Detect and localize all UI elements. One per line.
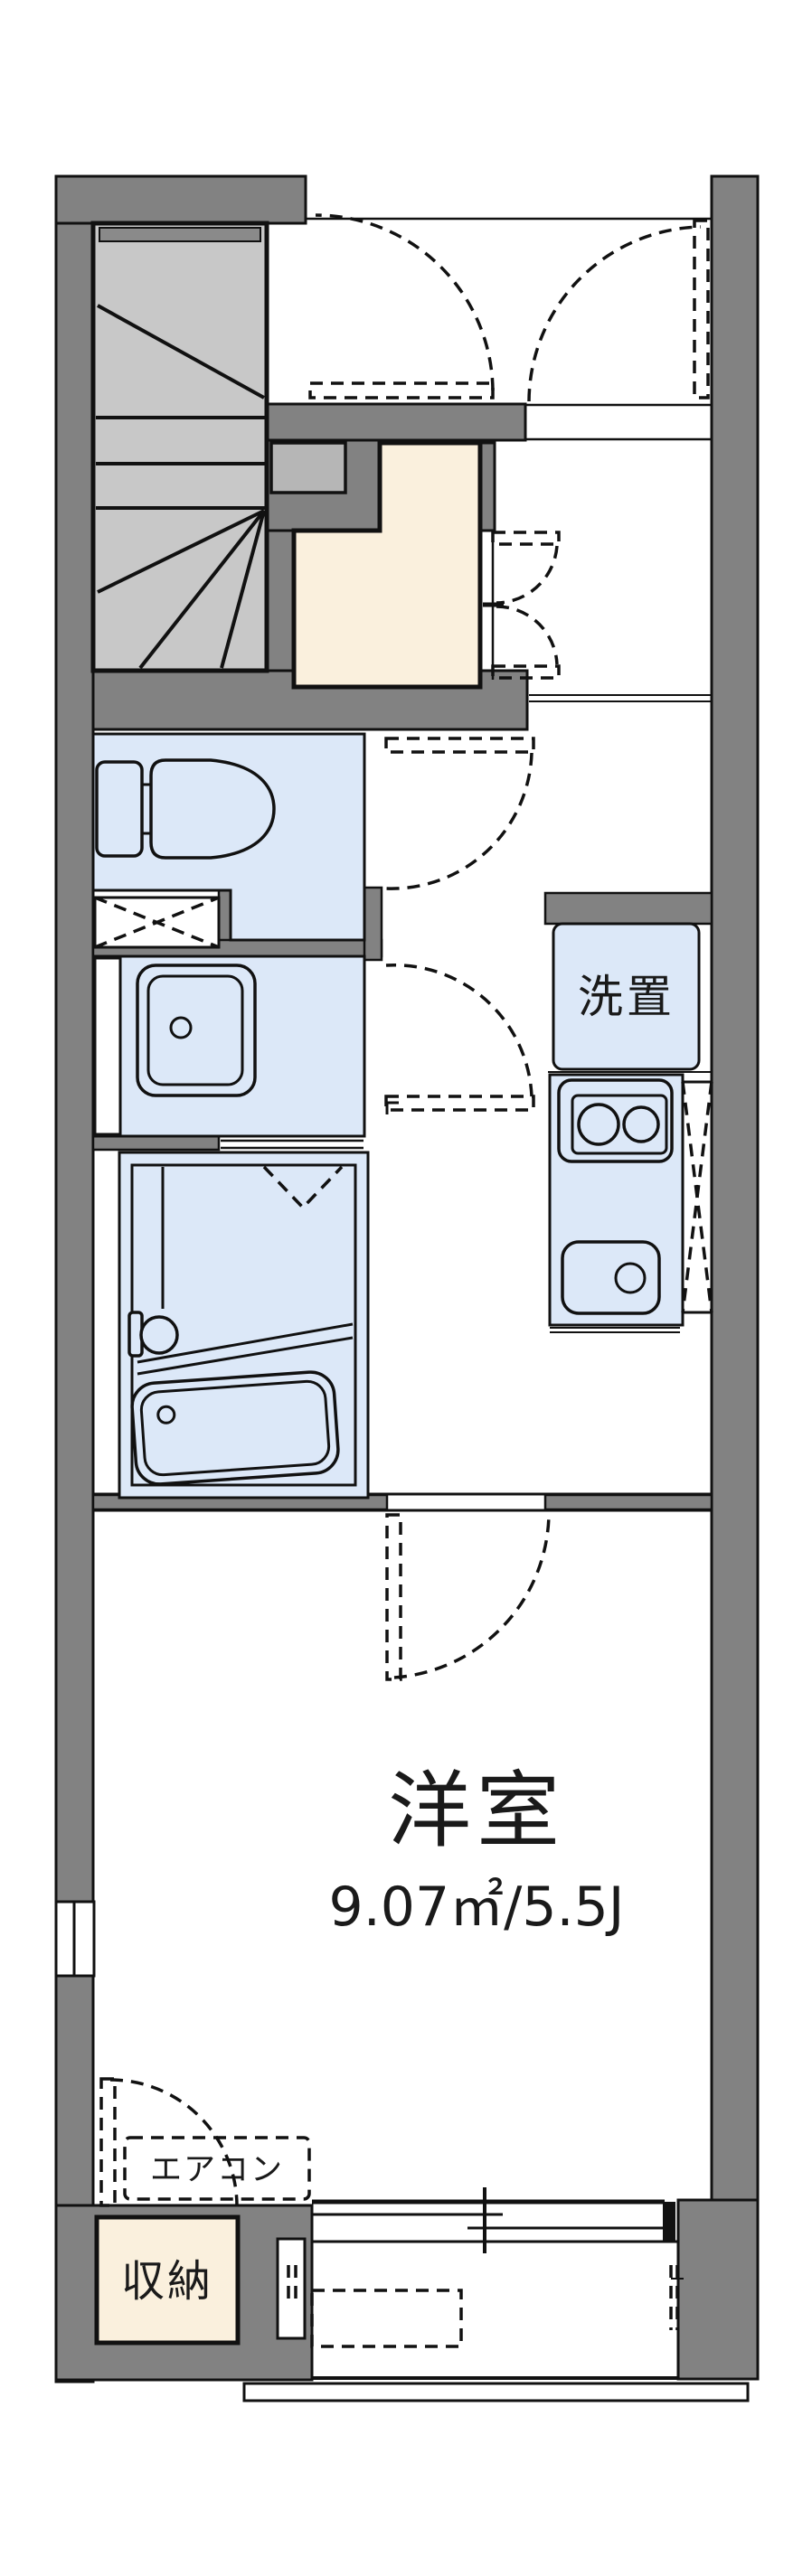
door-swing-bottom (496, 605, 559, 665)
stove-icon (557, 1078, 674, 1163)
tub-deck-line-2 (137, 1336, 354, 1376)
top-wall (54, 174, 307, 225)
balcony-ledge (242, 2382, 750, 2402)
window-jamb (663, 2202, 675, 2242)
mainroom-top-wall-right (543, 1493, 713, 1511)
main-room-label: 洋室 (388, 1763, 565, 1859)
toilet-icon (95, 758, 276, 860)
washer-place: 洗置 (548, 922, 711, 1073)
wall-above-washer (543, 891, 713, 926)
washbasin-side-strip (93, 956, 122, 1136)
washer-place-label: 洗置 (578, 971, 675, 1023)
door-leaf-bottom (491, 664, 561, 680)
hall-door-swing (527, 225, 702, 402)
door-leaf-top (491, 531, 561, 546)
hall-door (527, 219, 710, 402)
wall-doorpost (363, 886, 383, 962)
bathtub-icon (130, 1370, 340, 1486)
entrance-door-leaf (308, 381, 495, 400)
balcony-pass-slot (276, 2237, 307, 2340)
bathroom (118, 1151, 370, 1500)
kitchen (548, 1073, 713, 1333)
bath-folding-door (262, 1165, 344, 1210)
tub-deck-line-1 (137, 1322, 354, 1364)
genkan-double-door (483, 531, 561, 680)
stair-box (90, 221, 269, 673)
stair-top-landing-bar (99, 227, 261, 242)
washbasin-door-swing (385, 963, 533, 1097)
mainroom-door-leaf (385, 1513, 402, 1681)
door-swing-top (496, 545, 559, 605)
main-room-area: 9.07㎡/5.5J (329, 1876, 625, 1939)
balcony (242, 2187, 750, 2402)
aircon-label: エアコン (150, 2152, 284, 2188)
balcony-end-marks (287, 2265, 684, 2330)
entrance-genkan (291, 440, 561, 690)
entrance-door-swing (315, 213, 495, 391)
washbasin-door-leaf (384, 1095, 535, 1112)
main-room: 洋室 9.07㎡/5.5J エアコン (54, 1510, 625, 2207)
staircase (90, 221, 347, 673)
stair-steps (96, 304, 266, 670)
toilet-room (91, 732, 366, 942)
wall-washbasin-bottom (91, 1134, 221, 1152)
bath-stool-icon (139, 1315, 179, 1355)
mainroom-door (385, 1510, 551, 1681)
storage-label: 収納 (121, 2256, 213, 2307)
right-wall (710, 174, 760, 2381)
washbasin-room (91, 954, 399, 1138)
entry-divider-wall (265, 402, 527, 442)
left-wall-upper (54, 174, 95, 1904)
aircon-box: エアコン (123, 2136, 311, 2201)
left-window (54, 1900, 96, 1978)
wall-genkan-left-strip (265, 529, 296, 689)
storage-door-swing (109, 2078, 239, 2207)
toilet-door-swing (385, 752, 533, 890)
washer-box (552, 922, 701, 1071)
hall-door-leaf (693, 219, 710, 400)
stair-landing-stub (269, 441, 347, 494)
crossed-box (93, 896, 221, 949)
genkan-floor (291, 440, 483, 690)
washbasin-door (384, 963, 535, 1112)
washbasin-icon (136, 964, 257, 1097)
storage-door (99, 2077, 239, 2207)
toilet-door-leaf (384, 737, 535, 754)
sliding-window-icon (312, 2187, 678, 2253)
entrance-door (308, 213, 495, 400)
evacuation-hatch (310, 2289, 463, 2348)
bottom-right-wall-stub (676, 2198, 760, 2381)
hatched-strip (681, 1080, 713, 1314)
storage-box: 収納 (94, 2214, 241, 2346)
mainroom-door-swing (393, 1510, 551, 1679)
toilet-door (384, 737, 535, 890)
storage-door-leaf (99, 2077, 117, 2207)
kitchen-sink-icon (561, 1240, 661, 1315)
wall-toilet-divider-v (217, 886, 232, 946)
